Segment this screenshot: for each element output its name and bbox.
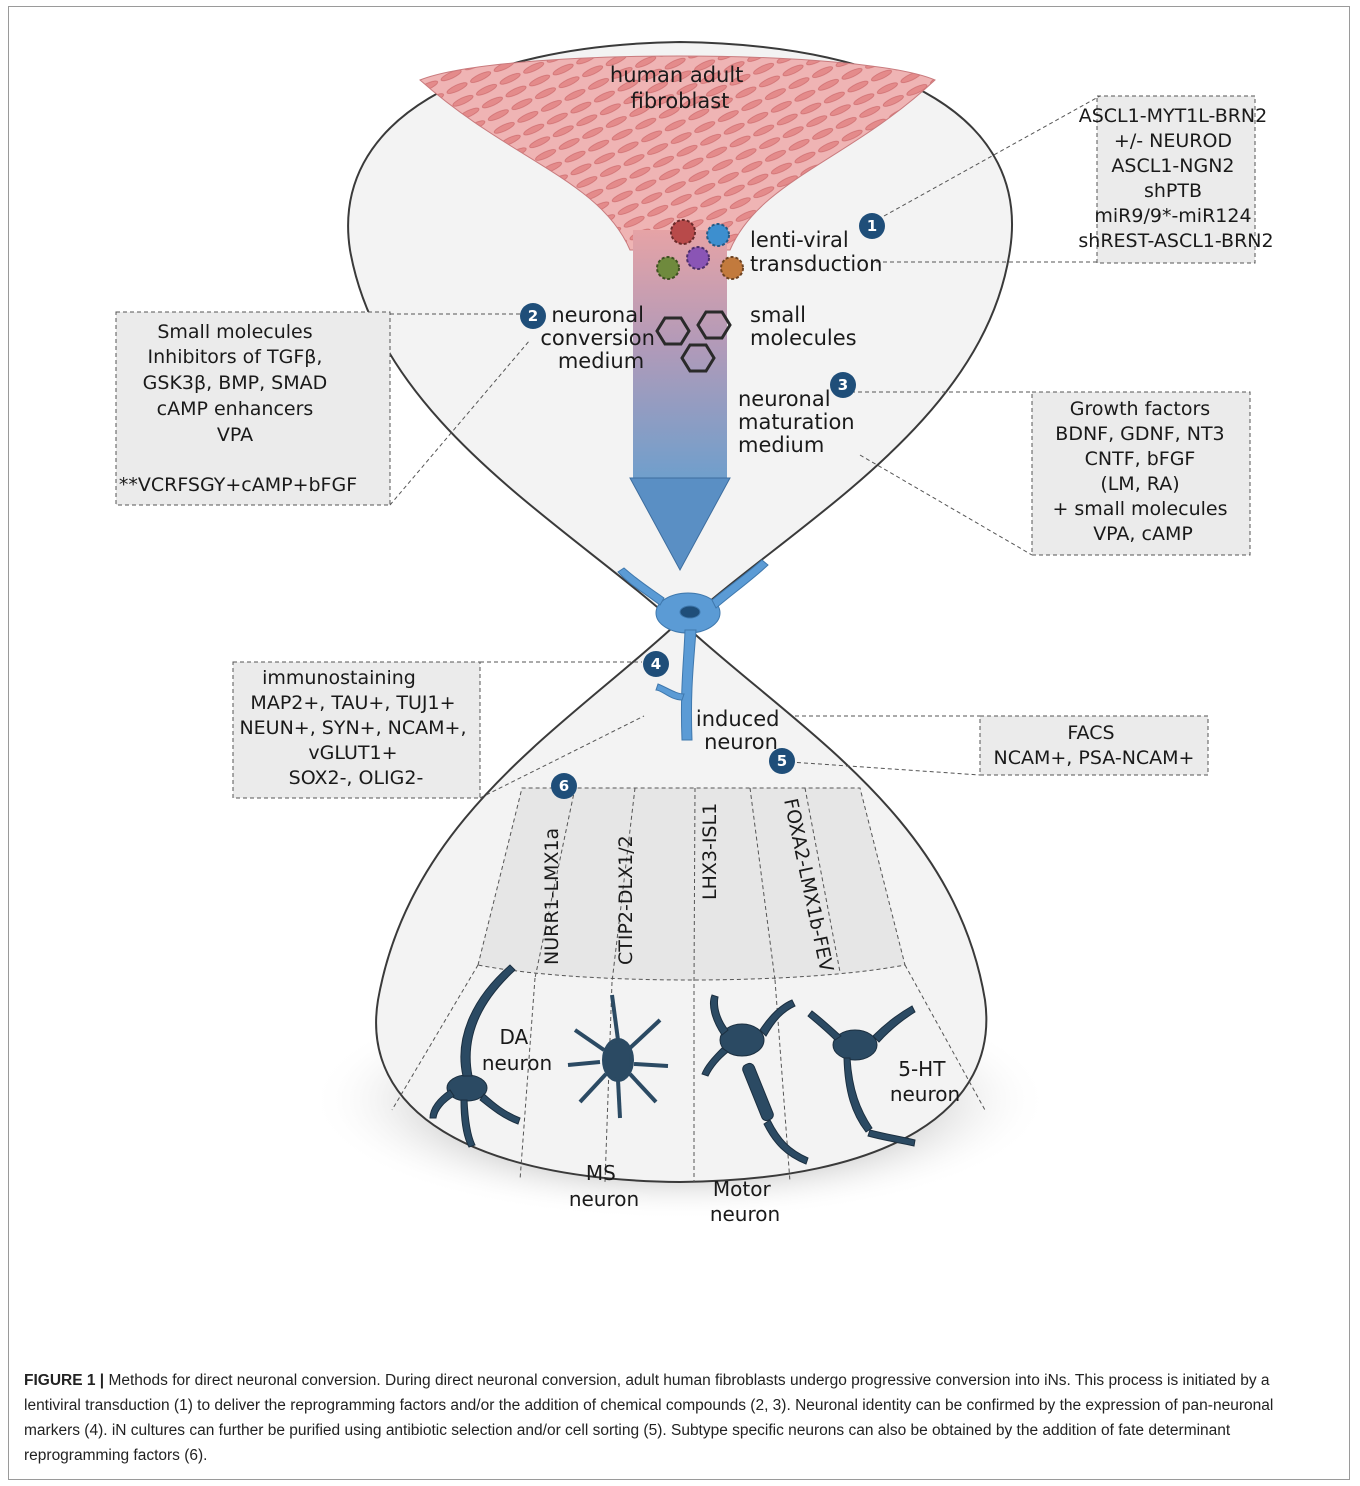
caption-label: FIGURE 1 | [24, 1372, 105, 1389]
factor-nurr1: NURR1-LMX1a [541, 828, 563, 965]
box-3 [1031, 391, 1251, 556]
box-2-text: Small molecules Inhibitors of TGFβ, GSK3… [119, 321, 357, 496]
caption-text: Methods for direct neuronal conversion. … [24, 1372, 1274, 1464]
induced-neuron-label: induced neuron [696, 707, 786, 754]
stage1-label: lenti-viral transduction [750, 228, 882, 276]
badge-2-number: 2 [528, 307, 538, 325]
ht-neuron-icon [807, 1005, 916, 1147]
connector-lines [389, 95, 1101, 799]
badge-2: 2 [520, 303, 546, 329]
badge-6: 6 [551, 773, 577, 799]
ms-neuron-icon [567, 994, 669, 1119]
induced-neuron-icon [617, 559, 769, 741]
motor-neuron-icon [701, 994, 809, 1165]
box-4 [232, 661, 481, 799]
segment-dividers [391, 787, 986, 1183]
box-3-text: Growth factors BDNF, GDNF, NT3 CNTF, bFG… [1052, 398, 1233, 545]
badge-1-number: 1 [867, 217, 877, 235]
badge-5-number: 5 [777, 752, 787, 770]
factor-ctip2: CTIP2-DLX1/2 [615, 835, 637, 965]
box-1-text: ASCL1-MYT1L-BRN2 +/- NEUROD ASCL1-NGN2 s… [1078, 105, 1273, 252]
small-molecule-icons [655, 310, 732, 373]
ms-neuron-label: MS neuron [569, 1161, 639, 1211]
factor-lhx3: LHX3-ISL1 [699, 803, 721, 900]
figure-frame [8, 6, 1350, 1480]
ht-neuron-label: 5-HT neuron [890, 1057, 960, 1106]
badge-3-number: 3 [838, 376, 848, 394]
fibroblast-title: human adult fibroblast [610, 63, 750, 113]
badge-6-number: 6 [559, 777, 569, 795]
da-neuron-label: DA neuron [482, 1025, 552, 1075]
figure-caption: FIGURE 1 | Methods for direct neuronal c… [24, 1368, 1324, 1468]
fibroblast-layer [419, 55, 936, 251]
badge-5: 5 [769, 748, 795, 774]
stage3-label: neuronal maturation medium [738, 387, 861, 457]
small-molecules-label: small molecules [750, 303, 857, 350]
conversion-diagram: 1 2 3 4 5 6 human adult fibroblast lenti… [115, 40, 1274, 1226]
box-5-text: FACS NCAM+, PSA-NCAM+ [994, 722, 1195, 769]
box-2 [115, 311, 391, 506]
factor-band [477, 787, 906, 981]
stage2-label: neuronal conversion medium [540, 303, 661, 373]
box-5 [979, 715, 1209, 776]
motor-neuron-label: Motor neuron [710, 1177, 780, 1226]
virus-particles [656, 219, 744, 280]
badge-4: 4 [643, 651, 669, 677]
badge-3: 3 [830, 372, 856, 398]
box-1 [1096, 95, 1256, 264]
conversion-arrow [629, 477, 731, 572]
box-4-text: immunostaining MAP2+, TAU+, TUJ1+ NEUN+,… [239, 667, 472, 789]
badge-4-number: 4 [651, 655, 661, 673]
da-neuron-icon [429, 964, 521, 1148]
badge-1: 1 [859, 213, 885, 239]
